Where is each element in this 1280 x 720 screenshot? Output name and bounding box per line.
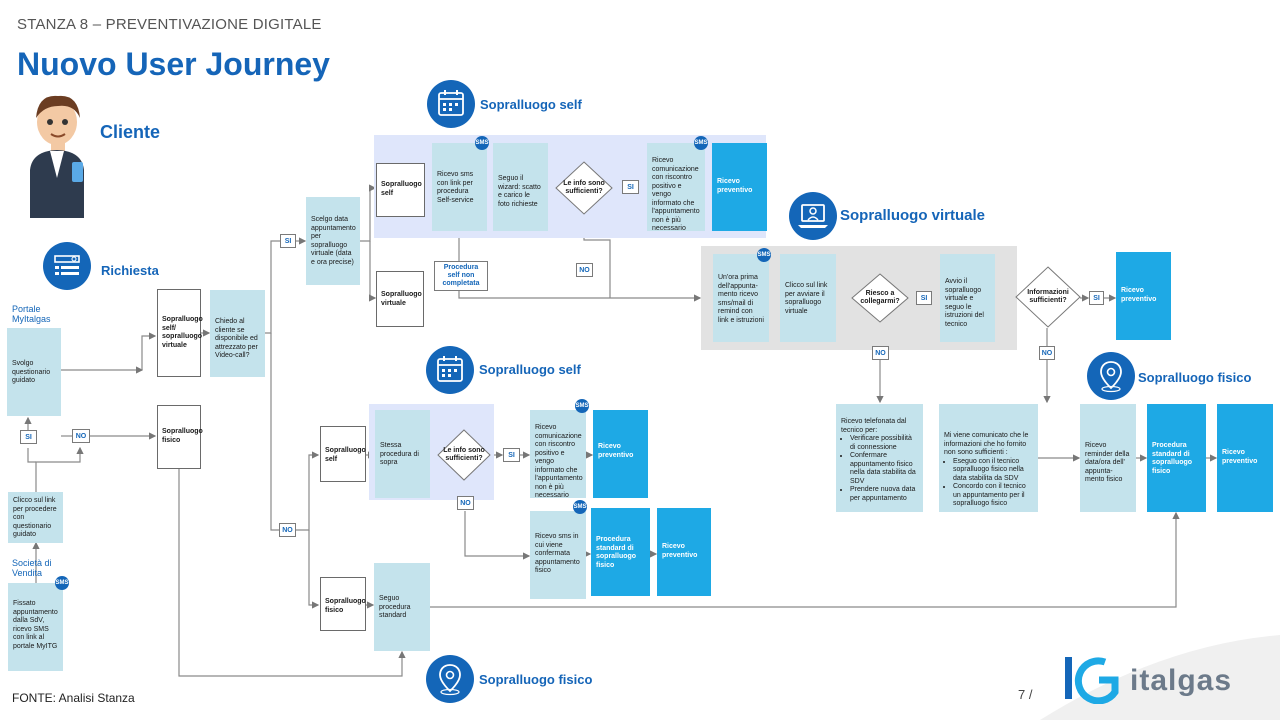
decision-si-self-mid: SI	[503, 448, 520, 462]
location-pin-icon	[1087, 352, 1135, 400]
telefonata-item: Verificare possibilità di connessione	[850, 435, 918, 452]
informazioni-question: Informazioni sufficienti?	[1027, 289, 1069, 304]
seguo-procedura-step: Seguo procedura standard	[374, 563, 430, 651]
comunicazione-mid-step: Ricevo comunicazione con riscontro posit…	[530, 410, 586, 499]
sopralluogo-self-virtuale-box: Sopralluogo self/ sopralluogo virtuale	[157, 289, 203, 377]
chiedo-cliente-step: Chiedo al cliente se disponibile ed attr…	[210, 290, 265, 377]
comunicato-intro: Mi viene comunicato che le informazioni …	[944, 432, 1029, 456]
telefonata-intro: Ricevo telefonata dal tecnico per:	[841, 418, 907, 434]
section-label-cliente: Cliente	[100, 122, 161, 142]
section-label-fisico-right: Sopralluogo fisico	[1138, 370, 1252, 385]
societa-vendita-label: Società di Vendita	[12, 558, 52, 578]
telefonata-step: Ricevo telefonata dal tecnico per: Verif…	[836, 404, 923, 512]
sopralluogo-fisico-box: Sopralluogo fisico	[157, 405, 203, 469]
decision-si-mid: SI	[280, 234, 296, 248]
source-note: FONTE: Analisi Stanza	[12, 691, 135, 705]
info-sufficienti-mid-question: Le info sono sufficienti?	[443, 447, 485, 462]
form-icon	[43, 242, 91, 290]
telefonata-item: Confermare appuntamento fisico nella dat…	[850, 452, 918, 486]
diamond-self-top	[555, 161, 613, 215]
decision-no-self-top: NO	[576, 263, 593, 277]
decision-no-collegarmi: NO	[872, 346, 889, 360]
sms-badge: SMS	[55, 576, 69, 590]
italgas-logo-text: italgas	[1130, 664, 1233, 697]
decision-no-left: NO	[72, 429, 90, 443]
section-label-self-top: Sopralluogo self	[480, 97, 582, 112]
page-title: Nuovo User Journey	[17, 46, 330, 82]
person-avatar-icon	[30, 95, 84, 218]
ricevo-sms-step: Ricevo sms con link per procedura Self-s…	[432, 143, 487, 231]
sms-badge-comunicazione: SMS	[694, 136, 708, 150]
telefonata-item: Prendere nuova data per appuntamento	[850, 486, 918, 503]
sms-confermata-step: Ricevo sms in cui viene confermata appun…	[530, 511, 586, 599]
stanza-label: STANZA 8 – PREVENTIVAZIONE DIGITALE	[17, 16, 322, 33]
clicco-link-step: Clicco sul link per procedere con questi…	[8, 492, 63, 543]
sopralluogo-virtuale-box: Sopralluogo virtuale	[376, 271, 424, 327]
wizard-step: Seguo il wizard: scatto e carico le foto…	[493, 143, 548, 231]
portale-label: Portale MyItalgas	[12, 304, 51, 324]
collegarmi-question: Riesco a collegarmi?	[860, 290, 900, 305]
sms-badge-self-top: SMS	[475, 136, 489, 150]
preventivo-fisico-right: Ricevo preventivo	[1217, 404, 1273, 512]
decision-no-mid: NO	[279, 523, 296, 537]
svolgo-questionario-step: Svolgo questionario guidato	[7, 328, 61, 416]
decision-no-self-mid: NO	[457, 496, 474, 510]
comunicato-step: Mi viene comunicato che le informazioni …	[939, 404, 1038, 512]
preventivo-self-top: Ricevo preventivo	[712, 143, 767, 231]
page-number: 7 /	[1018, 687, 1033, 702]
decision-no-informazioni: NO	[1039, 346, 1055, 360]
comunicato-item: Concordo con il tecnico un appuntamento …	[953, 483, 1033, 509]
comunicato-item: Eseguo con il tecnico sopralluogo fisico…	[953, 458, 1033, 484]
decision-si-self-top: SI	[622, 180, 639, 194]
preventivo-self-mid-2: Ricevo preventivo	[657, 508, 711, 596]
sms-badge-mid: SMS	[575, 399, 589, 413]
preventivo-virtuale: Ricevo preventivo	[1116, 252, 1171, 340]
sms-badge-virtuale: SMS	[757, 248, 771, 262]
section-label-virtuale: Sopralluogo virtuale	[840, 207, 986, 224]
procedura-standard-mid: Procedura standard di sopralluogo fisico	[591, 508, 650, 596]
decision-si-left: SI	[20, 430, 37, 444]
sopralluogo-self-mid-box: Sopralluogo self	[320, 426, 366, 482]
avvio-sopralluogo-step: Avvio il sopralluogo virtuale e seguo le…	[940, 254, 995, 342]
section-label-richiesta: Richiesta	[101, 263, 159, 278]
procedura-standard-right: Procedura standard di sopralluogo fisico	[1147, 404, 1206, 512]
italgas-logo-mark	[1065, 657, 1119, 704]
info-sufficienti-question: Le info sono sufficienti?	[563, 180, 605, 195]
procedura-non-completata-tag: Procedura self non completata	[434, 261, 488, 291]
decision-si-informazioni: SI	[1089, 291, 1104, 305]
reminder-step: Ricevo reminder della data/ora dell' app…	[1080, 404, 1136, 512]
decision-si-collegarmi: SI	[916, 291, 932, 305]
section-label-fisico-bottom: Sopralluogo fisico	[479, 672, 593, 687]
clicco-avvia-step: Clicco sul link per avviare il sopralluo…	[780, 254, 836, 342]
sopralluogo-fisico-bottom-box: Sopralluogo fisico	[320, 577, 366, 631]
remind-step: Un'ora prima dell'appunta- mento ricevo …	[713, 254, 769, 342]
diamond-collegarmi	[851, 273, 909, 323]
calendar-icon	[426, 346, 474, 394]
sopralluogo-self-box: Sopralluogo self	[376, 163, 425, 217]
diamond-informazioni	[1015, 266, 1081, 328]
calendar-icon	[427, 80, 475, 128]
location-pin-icon	[426, 655, 474, 703]
section-label-self-mid: Sopralluogo self	[479, 362, 581, 377]
sms-badge-confermata: SMS	[573, 500, 587, 514]
laptop-user-icon	[789, 192, 837, 240]
comunicazione-step: Ricevo comunicazione con riscontro posit…	[647, 143, 705, 232]
scelgo-data-step: Scelgo data appuntamento per sopralluogo…	[306, 197, 360, 285]
diamond-self-mid	[437, 429, 491, 481]
stessa-procedura-step: Stessa procedura di sopra	[375, 410, 430, 498]
preventivo-self-mid: Ricevo preventivo	[593, 410, 648, 498]
fissato-appuntamento-step: Fissato appuntamento dalla SdV, ricevo S…	[8, 583, 63, 671]
